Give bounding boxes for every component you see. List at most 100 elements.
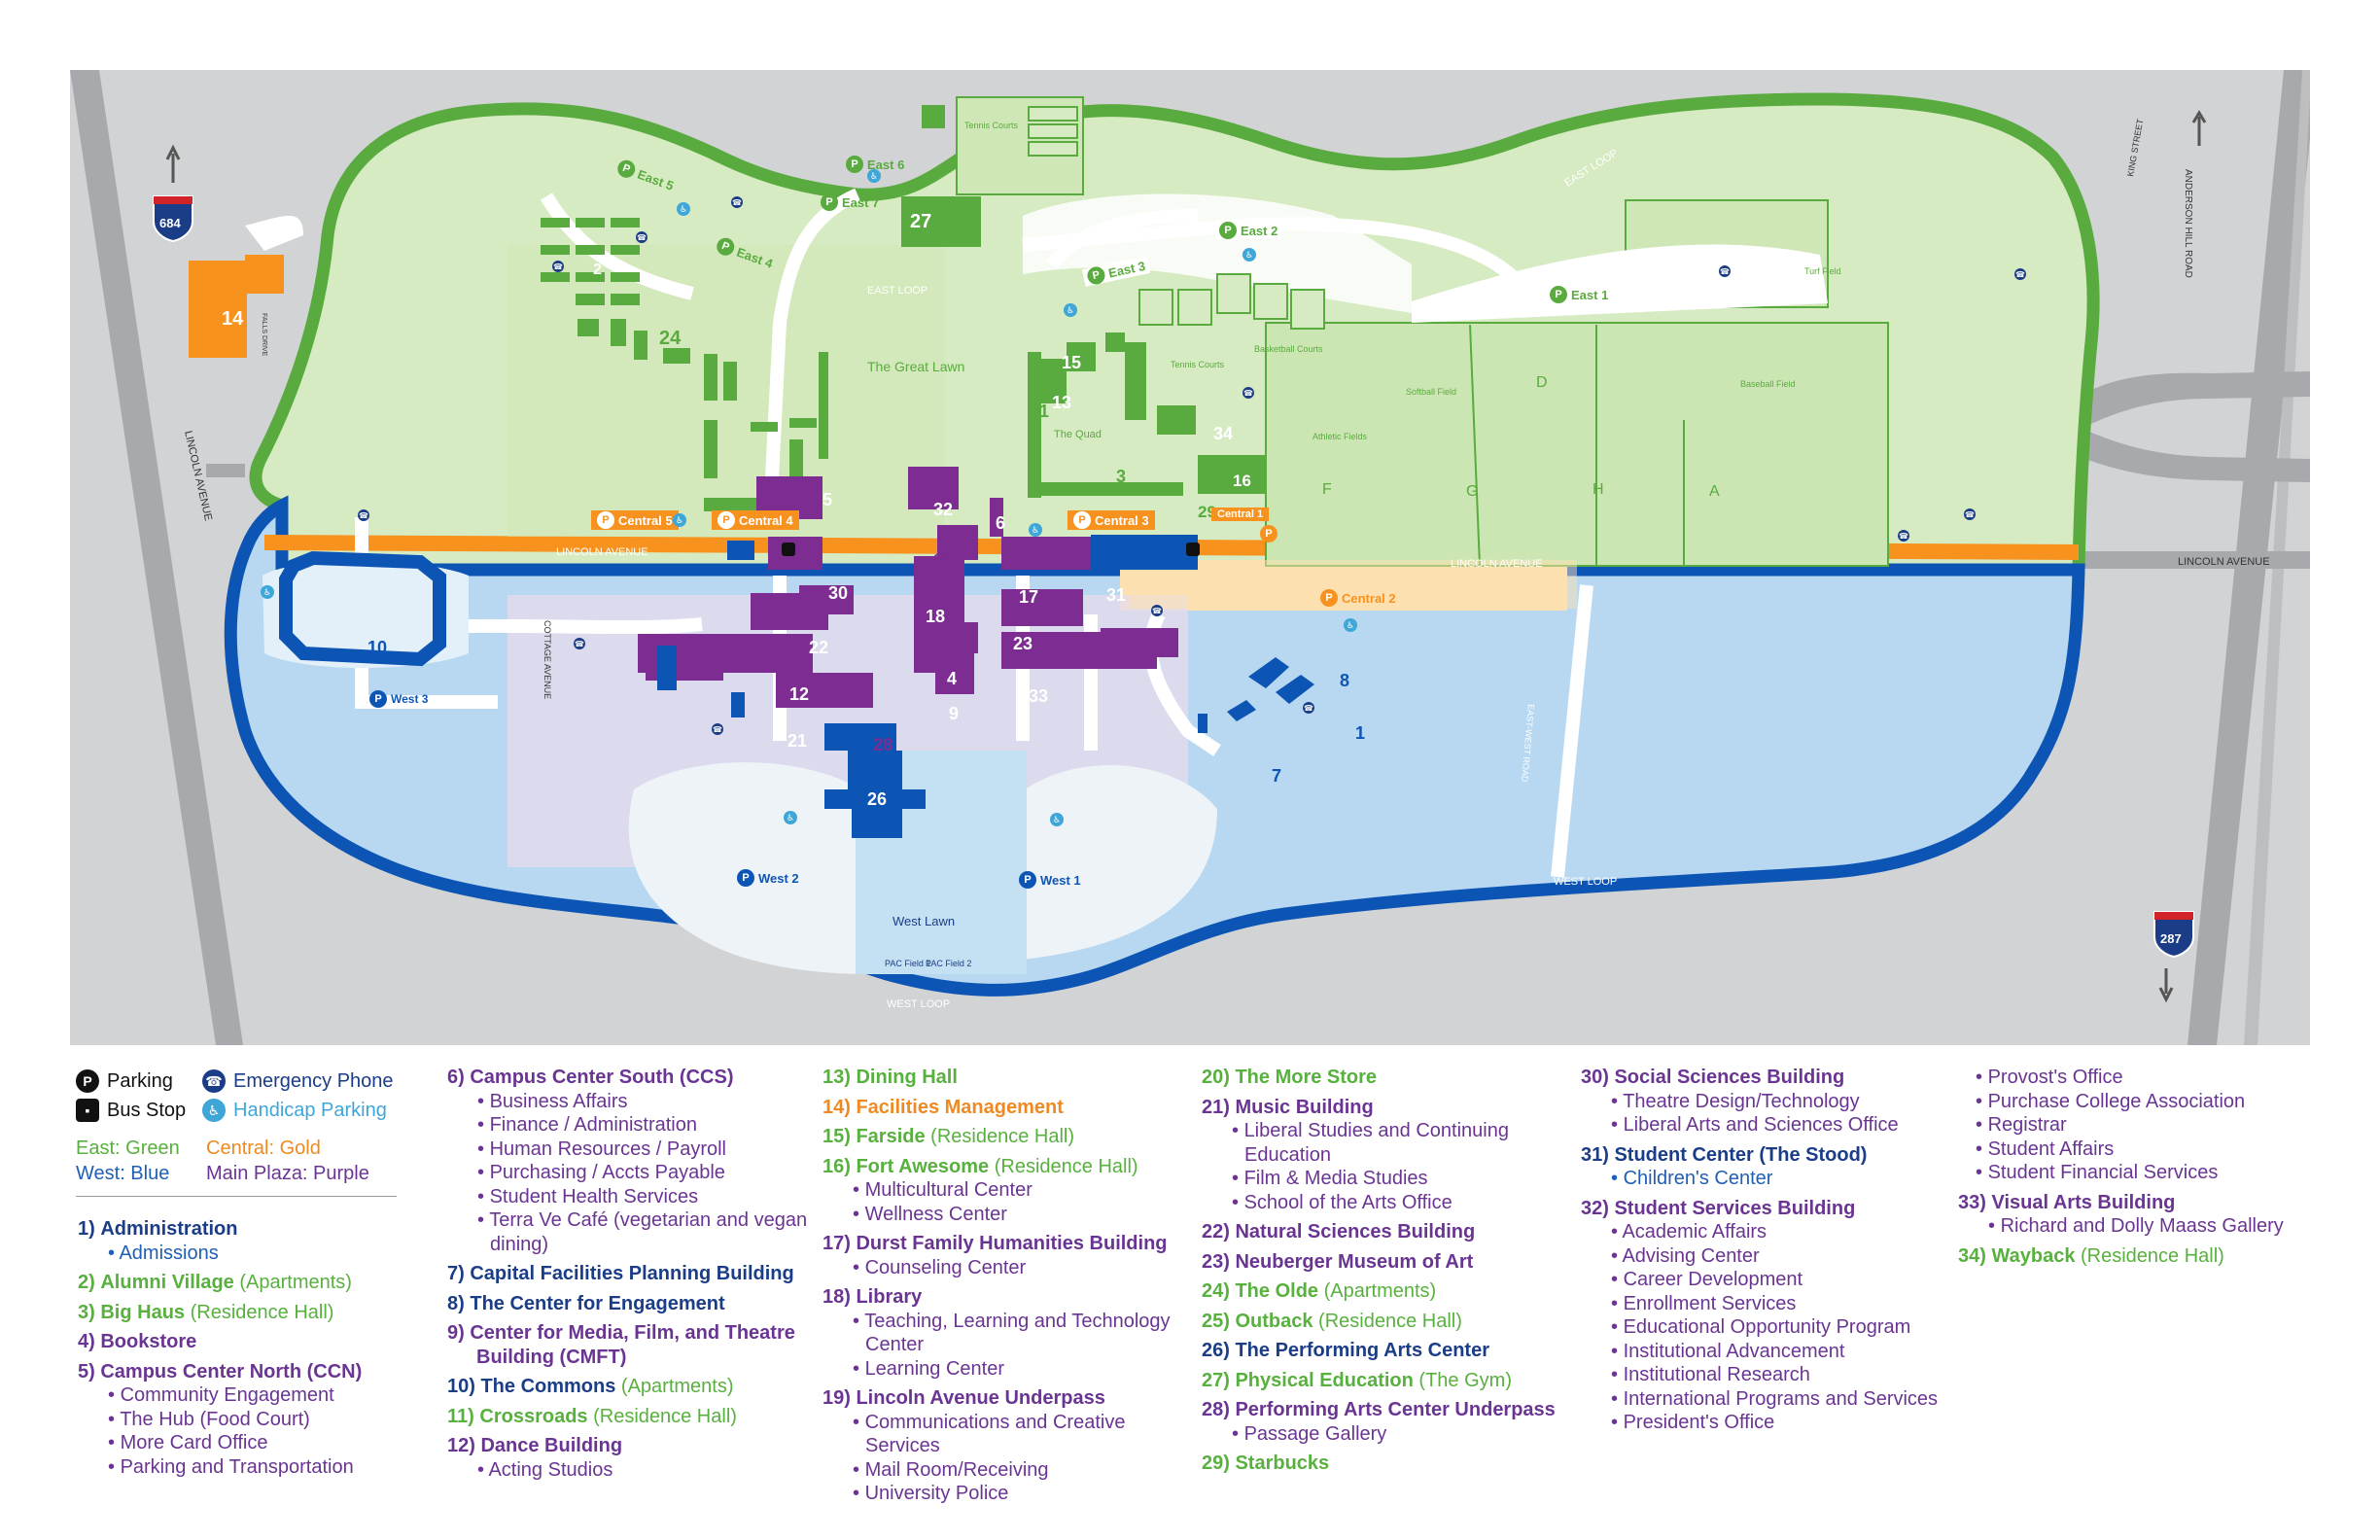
legend-sub-item: School of the Arts Office — [1202, 1191, 1571, 1215]
building-26[interactable]: 26 — [867, 789, 887, 809]
legend-entry[interactable]: 28) Performing Arts Center UnderpassPass… — [1202, 1398, 1571, 1446]
legend-entry[interactable]: Provost's OfficePurchase College Associa… — [1958, 1066, 2357, 1185]
building-18[interactable]: 18 — [926, 607, 945, 626]
legend-entry[interactable]: 24) The Olde (Apartments) — [1202, 1279, 1571, 1304]
legend-entry[interactable]: 33) Visual Arts BuildingRichard and Doll… — [1958, 1191, 2357, 1239]
parking-central1[interactable]: Central 1 — [1211, 508, 1270, 521]
legend-entry[interactable]: 7) Capital Facilities Planning Building — [447, 1262, 817, 1286]
building-12[interactable]: 12 — [789, 684, 809, 704]
building-16[interactable]: 16 — [1233, 472, 1251, 490]
legend-entry[interactable]: 13) Dining Hall — [822, 1066, 1192, 1090]
legend-entry-name: Facilities Management — [856, 1096, 1064, 1118]
legend-entry[interactable]: 22) Natural Sciences Building — [1202, 1220, 1571, 1244]
legend-entry[interactable]: 14) Facilities Management — [822, 1096, 1192, 1120]
parking-icon: P — [1260, 525, 1278, 542]
legend-entry[interactable]: 11) Crossroads (Residence Hall) — [447, 1405, 817, 1429]
handicap-parking-icon: ♿ — [677, 202, 690, 216]
legend-sub-item: The Hub (Food Court) — [78, 1408, 408, 1432]
building-6[interactable]: 6 — [996, 513, 1005, 533]
legend-entry-name: Fort Awesome — [856, 1155, 990, 1177]
legend-entry[interactable]: 29) Starbucks — [1202, 1452, 1571, 1476]
building-14[interactable]: 14 — [222, 308, 244, 330]
legend-entry[interactable]: 17) Durst Family Humanities BuildingCoun… — [822, 1232, 1192, 1279]
legend-entry[interactable]: 25) Outback (Residence Hall) — [1202, 1310, 1571, 1334]
building-9[interactable]: 9 — [949, 704, 959, 723]
building-20[interactable]: 20 — [1198, 472, 1216, 490]
building-33[interactable]: 33 — [1029, 686, 1048, 706]
building-27[interactable]: 27 — [910, 211, 931, 232]
building-19[interactable]: 19 — [933, 550, 953, 570]
bus-stop-icon: ▪ — [76, 1099, 99, 1122]
legend-entry[interactable]: 6) Campus Center South (CCS)Business Aff… — [447, 1066, 817, 1256]
building-32[interactable]: 32 — [933, 500, 953, 519]
building-25[interactable]: 25 — [1169, 411, 1188, 431]
building-31[interactable]: 31 — [1106, 585, 1126, 605]
building-24[interactable]: 24 — [659, 328, 682, 349]
building-1[interactable]: 1 — [1355, 723, 1365, 743]
legend-entry-name: Administration — [100, 1218, 238, 1240]
building-21[interactable]: 21 — [788, 731, 807, 751]
legend-entry-name: Durst Family Humanities Building — [856, 1233, 1168, 1254]
tennis-courts-mid-label: Tennis Courts — [1171, 360, 1225, 369]
building-2[interactable]: 2 — [593, 262, 602, 278]
building-22[interactable]: 22 — [809, 638, 828, 657]
building-30[interactable]: 30 — [828, 583, 848, 603]
legend-entry[interactable]: 18) LibraryTeaching, Learning and Techno… — [822, 1285, 1192, 1381]
legend-entry[interactable]: 2) Alumni Village (Apartments) — [78, 1271, 408, 1295]
building-5[interactable]: 5 — [822, 490, 832, 509]
legend-entry[interactable]: 19) Lincoln Avenue UnderpassCommunicatio… — [822, 1386, 1192, 1506]
east-loop-center-label: EAST LOOP — [867, 285, 928, 297]
legend-entry[interactable]: 5) Campus Center North (CCN)Community En… — [78, 1360, 408, 1480]
legend-entry[interactable]: 8) The Center for Engagement — [447, 1292, 817, 1316]
legend-entry[interactable]: 20) The More Store — [1202, 1066, 1571, 1090]
legend-divider — [76, 1196, 397, 1197]
legend-entry[interactable]: 27) Physical Education (The Gym) — [1202, 1369, 1571, 1393]
legend-sub-item: Multicultural Center — [822, 1178, 1192, 1203]
building-13[interactable]: 13 — [1052, 393, 1071, 412]
building-8[interactable]: 8 — [1340, 671, 1349, 690]
legend-entry-name: Student Services Building — [1614, 1197, 1856, 1219]
east1-lot — [1412, 244, 1828, 323]
building-17[interactable]: 17 — [1019, 587, 1038, 607]
building-28[interactable]: 28 — [873, 735, 892, 754]
legend-entry[interactable]: 34) Wayback (Residence Hall) — [1958, 1244, 2357, 1269]
building-15[interactable]: 15 — [1062, 353, 1081, 372]
legend-entry[interactable]: 12) Dance BuildingActing Studios — [447, 1434, 817, 1482]
building-7[interactable]: 7 — [1272, 766, 1281, 786]
building-34[interactable]: 34 — [1213, 424, 1233, 443]
legend-column-3: 13) Dining Hall 14) Facilities Management… — [822, 1066, 1192, 1506]
legend-entry[interactable]: 30) Social Sciences BuildingTheatre Desi… — [1581, 1066, 1950, 1138]
building-4[interactable]: 4 — [947, 669, 957, 688]
legend-entry[interactable]: 10) The Commons (Apartments) — [447, 1375, 817, 1399]
legend-entry[interactable]: 21) Music BuildingLiberal Studies and Co… — [1202, 1096, 1571, 1215]
legend-sub-item: Community Engagement — [78, 1383, 408, 1408]
legend-entry[interactable]: 31) Student Center (The Stood)Children's… — [1581, 1143, 1950, 1191]
legend-entry-title: 34) Wayback (Residence Hall) — [1958, 1244, 2357, 1269]
legend-entry[interactable]: 4) Bookstore — [78, 1330, 408, 1354]
parking-central1-icon[interactable]: P — [1260, 525, 1278, 542]
building-11[interactable]: 11 — [1031, 402, 1049, 421]
legend-entry[interactable]: 32) Student Services BuildingAcademic Af… — [1581, 1197, 1950, 1435]
campus-map[interactable]: 24 2 27 11 13 15 3 25 34 20 16 29 14 5 6… — [70, 70, 2310, 1045]
legend-entry[interactable]: 1) AdministrationAdmissions — [78, 1217, 408, 1265]
legend-entry[interactable]: 16) Fort Awesome (Residence Hall)Multicu… — [822, 1155, 1192, 1227]
building-10[interactable]: 10 — [368, 638, 387, 657]
legend-entry[interactable]: 23) Neuberger Museum of Art — [1202, 1250, 1571, 1275]
building-3[interactable]: 3 — [1116, 467, 1126, 486]
legend-entry[interactable]: 9) Center for Media, Film, and Theatre B… — [447, 1321, 817, 1369]
building-23[interactable]: 23 — [1013, 634, 1032, 653]
legend-entry[interactable]: 15) Farside (Residence Hall) — [822, 1125, 1192, 1149]
legend-entry[interactable]: 3) Big Haus (Residence Hall) — [78, 1301, 408, 1325]
legend-entry[interactable]: 26) The Performing Arts Center — [1202, 1339, 1571, 1363]
